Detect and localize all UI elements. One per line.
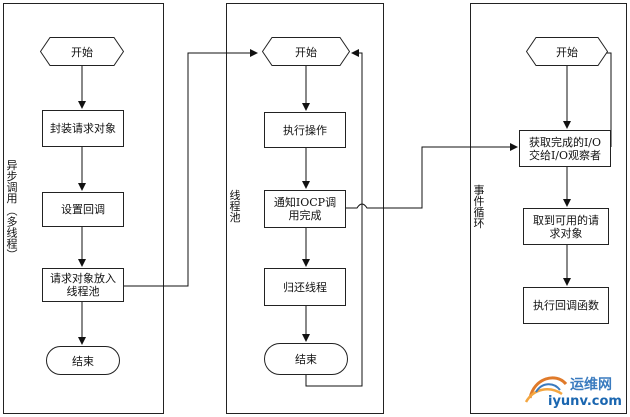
start-label-async: 开始 xyxy=(71,45,93,59)
arrow-loop-back-to-start xyxy=(305,49,363,387)
lane-thread-pool-label: 线程池 xyxy=(229,189,241,224)
wrap-request-box: 封装请求对象 xyxy=(42,110,124,147)
return-thread-box: 归还线程 xyxy=(264,268,346,306)
watermark-logo-icon xyxy=(524,376,568,403)
start-node-event-loop: 开始 xyxy=(526,37,608,66)
start-label-thread-pool: 开始 xyxy=(295,45,317,59)
notify-iocp-box: 通知IOCP调用完成 xyxy=(264,190,346,228)
start-node-async: 开始 xyxy=(40,37,124,66)
start-label-event-loop: 开始 xyxy=(556,45,578,59)
arrow-pool-to-thread-start xyxy=(123,49,258,287)
run-callback-box: 执行回调函数 xyxy=(523,287,609,324)
end-node-thread-pool: 结束 xyxy=(264,343,348,375)
lane-event-loop-label: 事件循环 xyxy=(473,184,485,230)
get-completed-io-box: 获取完成的I/O交给I/O观察者 xyxy=(519,130,611,167)
end-node-async: 结束 xyxy=(46,346,120,375)
watermark-url: iyunv.com xyxy=(548,394,622,409)
site-watermark: 运维网 iyunv.com xyxy=(520,368,624,412)
arrow-notify-to-event-loop xyxy=(345,143,518,209)
execute-box: 执行操作 xyxy=(264,112,346,148)
start-node-thread-pool: 开始 xyxy=(262,37,350,66)
get-request-box: 取到可用的请求对象 xyxy=(523,208,609,245)
lane-async-call-label: 异步调用 xyxy=(6,159,18,205)
watermark-brand: 运维网 xyxy=(570,377,612,393)
put-into-pool-box: 请求对象放入线程池 xyxy=(42,268,124,302)
lane-async-call-note: （多线程） xyxy=(5,205,18,260)
set-callback-box: 设置回调 xyxy=(42,192,124,227)
